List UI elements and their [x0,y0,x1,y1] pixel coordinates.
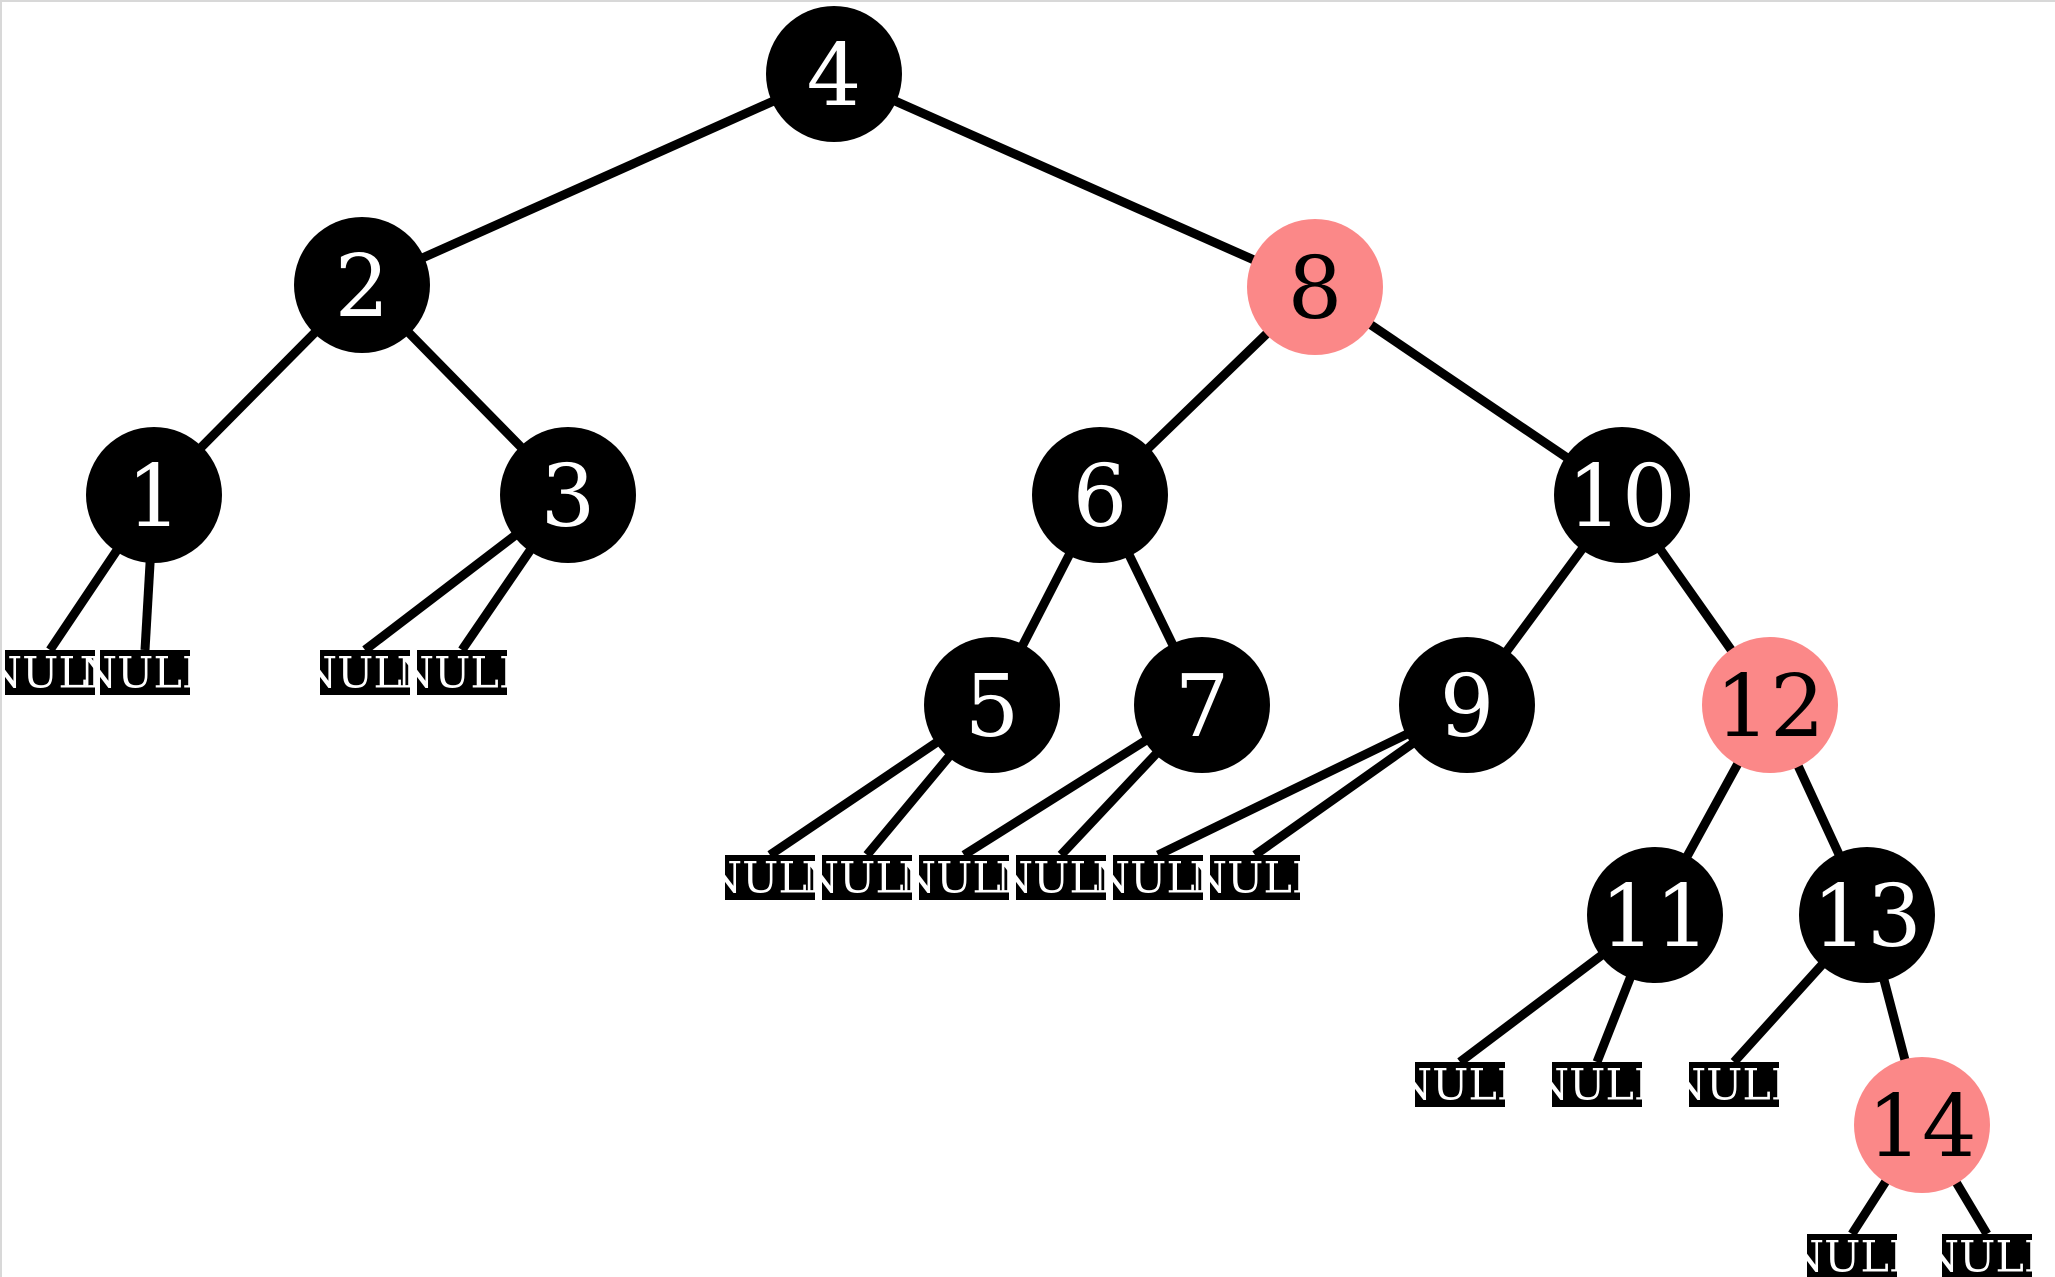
node-key-label: 9 [1440,657,1495,757]
nil-leaf-label: NULL [397,649,528,699]
nil-leaf-label: NULL [1532,1061,1663,1111]
tree-node-13[interactable]: 13 [1799,847,1935,983]
nil-leaf-box [1016,855,1106,900]
nil-leaf-label: NULL [705,854,836,904]
node-key-label: 12 [1715,657,1824,757]
node-key-label: 6 [1073,447,1128,547]
black-node-circle[interactable] [1032,427,1168,563]
tree-node-3[interactable]: 3 [500,427,636,563]
node-key-label: 13 [1812,867,1921,967]
node-key-label: 3 [541,447,596,547]
nil-leaf: NULL [705,854,836,904]
node-key-label: 10 [1567,447,1676,547]
nil-leaf-label: NULL [899,854,1030,904]
node-key-label: 14 [1867,1077,1976,1177]
tree-node-6[interactable]: 6 [1032,427,1168,563]
nil-leaf-label: NULL [80,649,211,699]
node-key-label: 2 [335,237,390,337]
nil-leaf-box [919,855,1009,900]
nil-leaf-label: NULL [1395,1061,1526,1111]
black-node-circle[interactable] [1554,427,1690,563]
nil-leaf-label: NULL [1787,1233,1918,1277]
tree-node-5[interactable]: 5 [924,637,1060,773]
nil-leaf: NULL [1669,1061,1800,1111]
nil-leaf-box [417,650,507,695]
nil-leaf-box [1807,1234,1897,1277]
node-key-label: 4 [807,26,862,126]
tree-node-1[interactable]: 1 [86,427,222,563]
tree-node-8[interactable]: 8 [1247,219,1383,355]
red-node-circle[interactable] [1247,219,1383,355]
red-node-circle[interactable] [1702,637,1838,773]
black-node-circle[interactable] [1799,847,1935,983]
node-key-label: 1 [127,447,182,547]
node-key-label: 5 [965,657,1020,757]
nil-leaf-label: NULL [1669,1061,1800,1111]
nil-leaf-label: NULL [300,649,431,699]
nil-leaf-label: NULL [1093,854,1224,904]
tree-edge [360,69,836,290]
nil-leaf: NULL [802,854,933,904]
nil-leaf: NULL [1787,1233,1918,1277]
red-node-circle[interactable] [1854,1057,1990,1193]
nil-leaves-layer: NULLNULLNULLNULLNULLNULLNULLNULLNULLNULL… [2,649,2052,1277]
nil-leaf-box [1210,855,1300,900]
tree-node-11[interactable]: 11 [1587,847,1723,983]
tree-node-4[interactable]: 4 [766,6,902,142]
nil-leaf-box [1552,1062,1642,1107]
nil-leaf: NULL [1922,1233,2053,1277]
black-node-circle[interactable] [1399,637,1535,773]
node-key-label: 7 [1175,657,1230,757]
nil-leaf-label: NULL [802,854,933,904]
nil-leaf-box [725,855,815,900]
nil-leaf: NULL [1532,1061,1663,1111]
tree-node-9[interactable]: 9 [1399,637,1535,773]
nil-leaf-box [1942,1234,2032,1277]
nil-leaf-box [320,650,410,695]
nil-leaf: NULL [397,649,528,699]
nil-leaf-label: NULL [1190,854,1321,904]
nil-leaf-box [1415,1062,1505,1107]
nil-leaf: NULL [996,854,1127,904]
tree-node-10[interactable]: 10 [1554,427,1690,563]
black-node-circle[interactable] [1587,847,1723,983]
nil-leaf: NULL [2,649,115,699]
nil-leaf-label: NULL [996,854,1127,904]
black-node-circle[interactable] [86,427,222,563]
node-key-label: 8 [1288,239,1343,339]
black-node-circle[interactable] [766,6,902,142]
nil-leaf: NULL [899,854,1030,904]
black-node-circle[interactable] [924,637,1060,773]
black-node-circle[interactable] [294,217,430,353]
nil-leaf-box [1689,1062,1779,1107]
node-key-label: 11 [1600,867,1709,967]
nil-leaf-label: NULL [2,649,115,699]
tree-node-7[interactable]: 7 [1134,637,1270,773]
tree-node-2[interactable]: 2 [294,217,430,353]
nil-leaf-box [5,650,95,695]
tree-edge [832,69,1317,292]
nil-leaf: NULL [1190,854,1321,904]
black-node-circle[interactable] [1134,637,1270,773]
tree-node-14[interactable]: 14 [1854,1057,1990,1193]
nil-leaf: NULL [1395,1061,1526,1111]
tree-node-12[interactable]: 12 [1702,637,1838,773]
nil-leaf: NULL [300,649,431,699]
nil-leaf: NULL [1093,854,1224,904]
nil-leaf-label: NULL [1922,1233,2053,1277]
nil-leaf-box [822,855,912,900]
nil-leaf-box [100,650,190,695]
black-node-circle[interactable] [500,427,636,563]
nil-leaf-box [1113,855,1203,900]
nil-leaf: NULL [80,649,211,699]
